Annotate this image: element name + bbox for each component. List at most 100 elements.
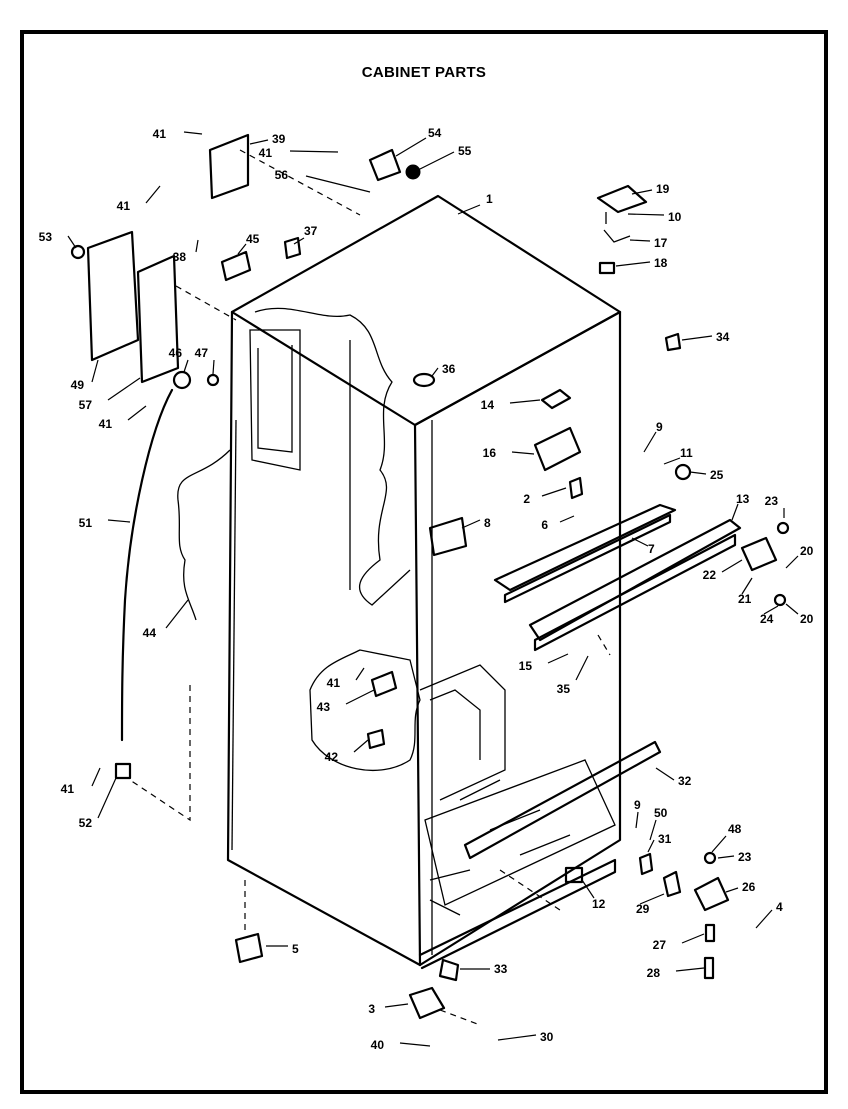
washer-part-24: [773, 593, 787, 607]
callout-leader-24: [763, 605, 779, 615]
callout-label-12: 12: [592, 897, 606, 911]
callout-label-35: 35: [557, 682, 571, 696]
callout-leader-12: [581, 879, 595, 899]
bracket-part-29: [662, 870, 682, 898]
callout-label-23: 23: [765, 494, 779, 508]
callout-label-17: 17: [654, 236, 668, 250]
callout-leader-22: [721, 559, 743, 573]
callout-label-41: 41: [327, 676, 341, 690]
callout-leader-41: [91, 767, 101, 787]
top-hinge-part: [596, 184, 648, 214]
callout-leader-52: [97, 777, 117, 819]
callout-leader-55: [417, 151, 455, 171]
diagram-title: CABINET PARTS: [361, 64, 487, 81]
callout-label-11: 11: [680, 446, 693, 460]
callout-leader-19: [631, 189, 653, 195]
callout-label-55: 55: [458, 144, 472, 158]
callout-leader-46: [183, 359, 189, 373]
lower-hinge-part-26: [693, 876, 730, 912]
callout-label-10: 10: [668, 210, 682, 224]
callout-leader-51: [107, 519, 131, 523]
callout-leader-25: [689, 471, 707, 475]
callout-label-52: 52: [79, 816, 93, 830]
callout-label-24: 24: [760, 612, 774, 626]
callout-leader-36: [431, 367, 439, 377]
callout-leader-6: [559, 515, 575, 523]
callout-leader-2: [541, 487, 567, 497]
callout-label-45: 45: [246, 232, 260, 246]
callout-label-39: 39: [272, 132, 286, 146]
callout-label-42: 42: [325, 750, 339, 764]
callout-leader-20: [785, 603, 799, 615]
callout-leader-54: [395, 137, 427, 157]
callout-leader-17: [629, 239, 651, 242]
drain-tube-part-51: [120, 388, 174, 742]
callout-leader-14: [509, 399, 541, 404]
callout-label-14: 14: [481, 398, 495, 412]
callout-label-33: 33: [494, 962, 508, 976]
callout-label-15: 15: [519, 659, 533, 673]
callout-leader-43: [345, 689, 375, 705]
callout-label-22: 22: [703, 568, 717, 582]
callout-leader-4: [755, 909, 773, 929]
callout-label-41: 41: [61, 782, 75, 796]
roller-part-3: [408, 986, 446, 1020]
callout-label-13: 13: [736, 492, 750, 506]
washer-part-23: [776, 521, 790, 535]
callout-leader-18: [615, 261, 651, 267]
callout-leader-15: [547, 653, 569, 664]
callout-label-20: 20: [800, 612, 814, 626]
callout-leader-35: [575, 655, 589, 681]
clip-part-52: [114, 762, 132, 780]
callout-leader-8: [461, 519, 481, 529]
harness-part-37: [283, 236, 302, 260]
callout-leader-9: [643, 431, 657, 453]
callout-leader-42: [353, 739, 369, 753]
bolt-part-28: [703, 956, 715, 980]
light-shield-part-57: [136, 254, 180, 384]
callout-label-41: 41: [153, 127, 167, 141]
light-housing-part-49: [86, 230, 140, 362]
callout-label-28: 28: [647, 966, 661, 980]
callout-label-9: 9: [656, 420, 663, 434]
callout-leader-38: [195, 239, 199, 253]
callout-leader-37: [293, 237, 305, 245]
callout-leader-40: [399, 1042, 431, 1047]
diagram-border: [20, 30, 828, 1094]
callout-label-57: 57: [79, 398, 93, 412]
callout-label-38: 38: [173, 250, 187, 264]
callout-leader-41: [289, 150, 339, 153]
callout-label-19: 19: [656, 182, 670, 196]
callout-label-7: 7: [648, 542, 655, 556]
callout-label-1: 1: [486, 192, 493, 206]
callout-leader-16: [511, 451, 535, 455]
cabinet-body: [226, 194, 622, 970]
bracket-part-42: [366, 728, 386, 750]
bracket-part-12: [564, 866, 584, 884]
callout-label-2: 2: [523, 492, 530, 506]
bracket-part-14: [540, 388, 572, 410]
callout-label-30: 30: [540, 1030, 554, 1044]
knob-part-55: [405, 164, 421, 180]
callout-leader-26: [725, 887, 739, 893]
callout-label-8: 8: [484, 516, 491, 530]
callout-leader-30: [497, 1034, 537, 1041]
callout-label-41: 41: [99, 417, 113, 431]
pin-part-27: [704, 923, 716, 943]
callout-leader-23: [717, 855, 735, 859]
callout-label-29: 29: [636, 902, 650, 916]
plug-part-34: [664, 332, 682, 352]
bracket-part-33: [438, 958, 460, 982]
callout-leader-57: [107, 377, 141, 401]
callout-leader-29: [639, 893, 665, 905]
callout-leader-50: [649, 819, 657, 841]
callout-leader-41: [183, 131, 203, 135]
ring-part-47: [206, 373, 220, 387]
callout-label-18: 18: [654, 256, 668, 270]
callout-label-20: 20: [800, 544, 814, 558]
callout-leader-28: [675, 967, 705, 972]
callout-label-6: 6: [541, 518, 548, 532]
washer-part-48: [703, 851, 717, 865]
bracket-part-43: [370, 670, 398, 698]
